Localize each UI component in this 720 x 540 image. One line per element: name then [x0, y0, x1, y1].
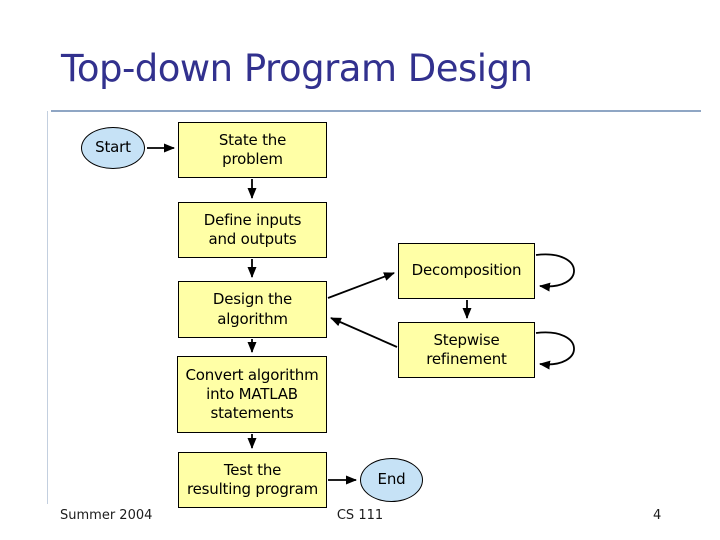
flowchart-node-define-inputs-outputs: Define inputs and outputs	[178, 202, 327, 258]
flowchart-node-decomposition: Decomposition	[398, 243, 535, 299]
flowchart-node-end: End	[360, 458, 423, 502]
self-loop-stepwise	[535, 331, 575, 370]
flowchart-node-start: Start	[81, 127, 145, 169]
footer-page-number: 4	[653, 508, 662, 523]
title-underline-rule	[51, 110, 701, 112]
slide-title: Top-down Program Design	[61, 47, 533, 90]
arrow-design-to-decomposition	[327, 272, 395, 299]
flowchart-node-stepwise-refinement: Stepwise refinement	[398, 322, 535, 378]
self-loop-decomposition	[535, 253, 575, 292]
footer-course: CS 111	[336, 508, 384, 523]
footer-term: Summer 2004	[60, 508, 153, 523]
left-edge-rule	[47, 111, 48, 504]
flowchart-node-convert-to-matlab: Convert algorithm into MATLAB statements	[177, 356, 327, 433]
flowchart-node-test-program: Test the resulting program	[178, 452, 327, 508]
flowchart-node-state-problem: State the problem	[178, 122, 327, 178]
flowchart-node-design-algorithm: Design the algorithm	[178, 281, 327, 338]
arrow-stepwise-to-design	[330, 317, 398, 348]
